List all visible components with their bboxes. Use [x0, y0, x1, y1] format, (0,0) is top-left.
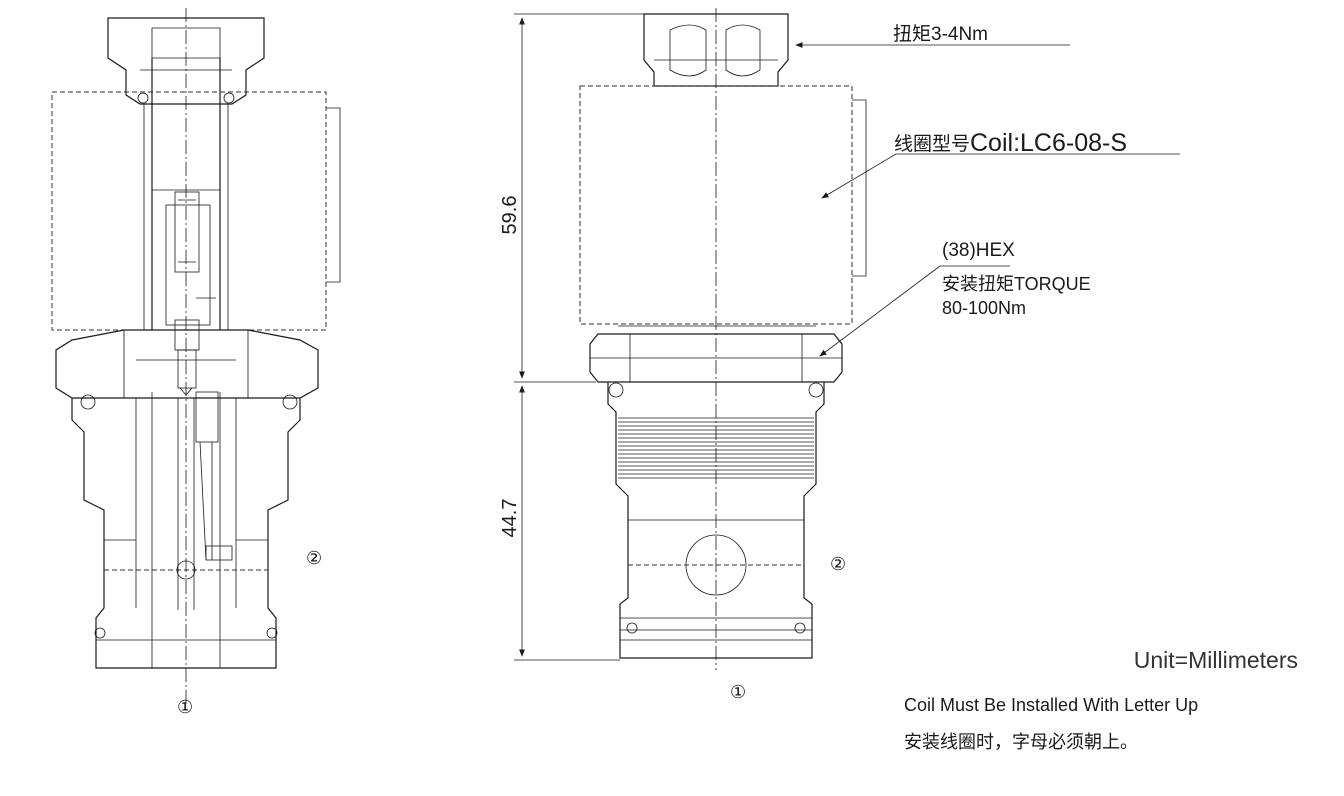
port-1-left: ①: [177, 697, 193, 717]
install-note-en: Coil Must Be Installed With Letter Up: [904, 695, 1198, 715]
coil-model-label: Coil:LC6-08-S: [970, 129, 1127, 157]
install-torque-value-label: 80-100Nm: [942, 298, 1026, 318]
port-2-left: ②: [306, 548, 322, 568]
port-2-right: ②: [830, 554, 846, 574]
dimension-lines: [514, 13, 644, 661]
install-note-cn: 安装线圈时，字母必须朝上。: [904, 732, 1138, 752]
hex-label: (38)HEX: [942, 240, 1015, 261]
coil-model-cn-label: 线圈型号: [894, 133, 970, 155]
leader-lines: [795, 42, 1180, 357]
thread-lines: [618, 417, 814, 479]
external-view: [579, 8, 867, 670]
port-1-right: ①: [730, 682, 746, 702]
unit-label: Unit=Millimeters: [1134, 647, 1298, 673]
section-view: [51, 8, 341, 707]
dim-upper-label: 59.6: [499, 196, 521, 235]
install-torque-cn-label: 安装扭矩TORQUE: [942, 274, 1091, 294]
torque-top-label: 扭矩3-4Nm: [893, 23, 988, 45]
dim-lower-label: 44.7: [499, 499, 521, 538]
